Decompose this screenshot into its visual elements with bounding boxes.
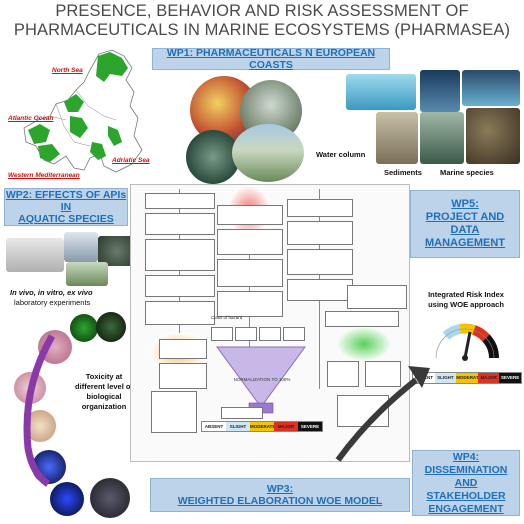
photo-lab-equipment <box>64 232 98 262</box>
wp2-box: WP2: EFFECTS OF APIs IN AQUATIC SPECIES <box>4 188 128 226</box>
wp3-label-2: WEIGHTED ELABORATION WOE MODEL <box>177 495 383 507</box>
wp5-line-1: WP5: <box>451 198 479 210</box>
flow-hazard-bar: ABSENT SLIGHT MODERATE MAJOR SEVERE <box>201 421 323 432</box>
photo-exposure-tanks <box>66 262 108 286</box>
photo-treatment-tank <box>186 130 240 184</box>
photo-water-column <box>346 74 416 110</box>
label-adriatic-sea: Adriatic Sea <box>112 157 150 164</box>
risk-level-severe: SEVERE <box>499 373 521 383</box>
toxicity-caption: Toxicity at different level of biologica… <box>72 372 136 412</box>
photo-jellyfish <box>420 70 460 112</box>
flow-normalization: NORMALIZATION TO 100% <box>233 377 291 382</box>
label-north-sea: North Sea <box>52 67 83 74</box>
label-western-mediterranean: Western Mediterranean <box>8 172 80 179</box>
wp5-box: WP5: PROJECT AND DATA MANAGEMENT <box>410 190 520 258</box>
circle-gel <box>96 312 126 342</box>
photo-sediments <box>376 112 418 164</box>
flow-hazard-absent: ABSENT <box>202 422 226 431</box>
flow-class-hazard: Class of hazard <box>211 315 243 320</box>
photo-aquarium-room <box>6 238 64 272</box>
wp3-box: WP3: WEIGHTED ELABORATION WOE MODEL <box>150 478 410 512</box>
wp1-box: WP1: PHARMACEUTICALS N EUROPEAN COASTS <box>152 47 390 71</box>
risk-index-line-1: Integrated Risk Index <box>428 290 504 299</box>
circle-mussel-gill <box>90 478 130 518</box>
flow-hazard-severe: SEVERE <box>298 422 322 431</box>
page-title: PRESENCE, BEHAVIOR AND RISK ASSESSMENT O… <box>0 2 524 40</box>
risk-level-major: MAJOR <box>477 373 500 383</box>
toxicity-line-4: organization <box>81 402 127 411</box>
wp5-line-3: DATA <box>450 224 480 236</box>
photo-mussel-samples <box>98 236 136 266</box>
risk-level-moderate: MODERATE <box>456 373 482 383</box>
flow-hazard-slight: SLIGHT <box>226 422 250 431</box>
lab-caption-2: laboratory experiments <box>14 298 91 307</box>
risk-level-slight: SLIGHT <box>434 373 457 383</box>
wp4-box: WP4: DISSEMINATION AND STAKEHOLDER ENGAG… <box>412 450 520 516</box>
wp4-line-2: DISSEMINATION AND <box>424 463 508 489</box>
wp5-line-2: PROJECT AND <box>425 211 505 223</box>
wp4-line-4: ENGAGEMENT <box>428 502 504 515</box>
title-line-1: PRESENCE, BEHAVIOR AND RISK ASSESSMENT O… <box>55 2 469 20</box>
photo-coastline <box>232 124 304 182</box>
title-line-2: PHARMACEUTICALS IN MARINE ECOSYSTEMS (PH… <box>13 21 511 39</box>
circle-fluorescence-2 <box>50 482 84 516</box>
wp1-label: WP1: PHARMACEUTICALS N EUROPEAN COASTS <box>166 47 376 71</box>
wp4-line-3: STAKEHOLDER <box>426 489 506 502</box>
label-atlantic-ocean: Atlantic Ocean <box>8 115 54 122</box>
wp4-line-1: WP4: <box>452 450 480 463</box>
circle-tissue-green <box>70 314 98 342</box>
photo-fish <box>462 70 520 106</box>
wp2-line-2: AQUATIC SPECIES <box>18 213 114 225</box>
woe-flowchart: Class of hazard NORMALIZATION TO 100% AB… <box>130 184 410 462</box>
lab-caption-1: In vivo, in vitro, ex vivo <box>10 288 93 297</box>
caption-marine-species: Marine species <box>440 168 494 177</box>
risk-index-line-2: using WOE approach <box>428 300 504 309</box>
flow-hazard-moderate: MODERATE <box>250 422 276 431</box>
risk-gauge <box>430 323 499 361</box>
toxicity-line-3: biological <box>86 392 122 401</box>
photo-mussels <box>466 108 520 164</box>
caption-water-column: Water column <box>316 150 366 159</box>
toxicity-line-2: different level of <box>75 382 133 391</box>
wp5-line-4: MANAGEMENT <box>424 237 506 249</box>
risk-index-caption: Integrated Risk Index using WOE approach <box>412 290 520 310</box>
toxicity-line-1: Toxicity at <box>85 372 123 381</box>
europe-map <box>23 49 143 173</box>
flow-hazard-major: MAJOR <box>274 422 298 431</box>
dark-curved-arrow <box>335 366 430 462</box>
wp3-label: WP3: <box>266 483 294 495</box>
wp2-line-1: WP2: EFFECTS OF APIs IN <box>5 189 127 213</box>
purple-curved-arrow <box>23 334 56 487</box>
photo-sea-urchin <box>420 112 464 164</box>
caption-sediments: Sediments <box>384 168 422 177</box>
